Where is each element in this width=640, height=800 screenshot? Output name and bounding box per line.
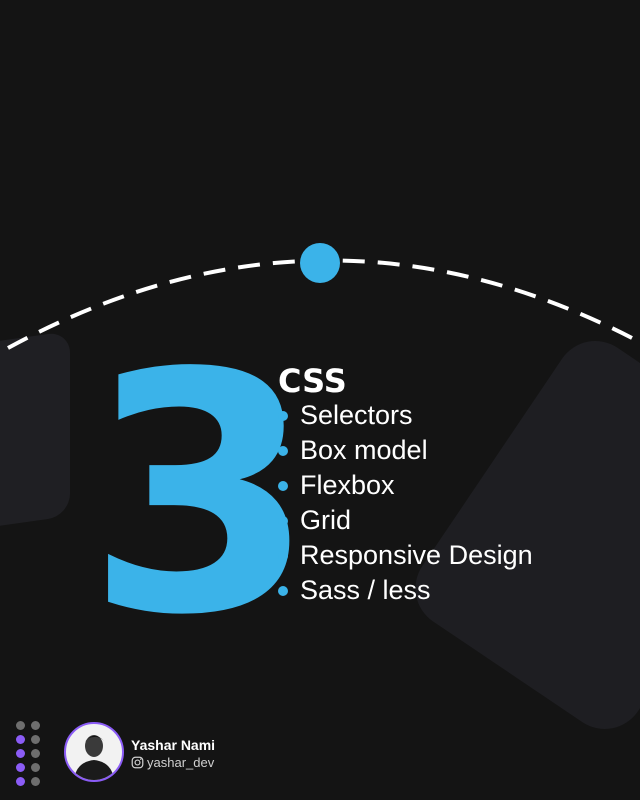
dot — [31, 721, 40, 730]
dot — [16, 749, 25, 758]
dot — [31, 763, 40, 772]
bullet-icon — [278, 480, 288, 491]
bullet-icon — [278, 550, 288, 561]
bullet-icon — [278, 410, 288, 421]
dot — [31, 777, 40, 786]
dot — [16, 763, 25, 772]
author-handle-row[interactable]: yashar_dev — [131, 755, 214, 770]
list-item: Responsive Design — [278, 538, 533, 573]
author-handle: yashar_dev — [147, 755, 215, 770]
bullet-icon — [278, 515, 288, 526]
profile-photo — [74, 735, 114, 780]
bullet-icon — [278, 585, 288, 596]
list-item: Flexbox — [278, 468, 533, 503]
list-item: Sass / less — [278, 573, 533, 608]
topic-label: Flexbox — [300, 470, 395, 500]
dot — [31, 735, 40, 744]
dot — [16, 735, 25, 744]
step-number: 3 — [86, 303, 316, 687]
topic-label: Selectors — [300, 400, 413, 430]
dots-decoration — [16, 721, 40, 786]
topic-label: Sass / less — [300, 575, 431, 605]
author-name: Yashar Nami — [131, 737, 216, 753]
topic-label: Responsive Design — [300, 540, 533, 570]
roadmap-node — [300, 243, 340, 283]
list-item: Selectors — [278, 398, 533, 433]
instagram-icon — [131, 756, 144, 769]
list-item: Grid — [278, 503, 533, 538]
dot — [31, 749, 40, 758]
topic-label: Grid — [300, 505, 352, 535]
dot — [16, 777, 25, 786]
topic-label: Box model — [300, 435, 428, 465]
section-heading: CSS — [278, 362, 347, 400]
list-item: Box model — [278, 433, 533, 468]
bullet-icon — [278, 445, 288, 456]
topic-list: Selectors Box model Flexbox Grid Respons… — [278, 398, 533, 608]
dot — [16, 721, 25, 730]
avatar — [64, 722, 124, 782]
